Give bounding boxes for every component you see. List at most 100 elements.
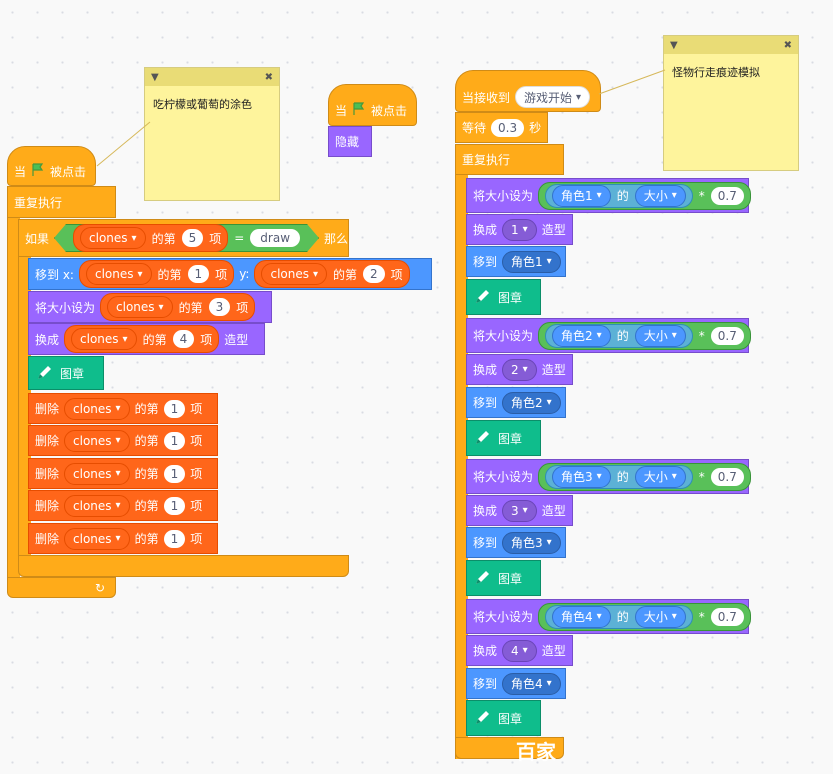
- multiply-operator[interactable]: 角色4▾ 的 大小▾ * 0.7: [538, 602, 751, 631]
- switch-costume-block[interactable]: 换成 2▾ 造型: [466, 354, 573, 385]
- switch-costume-block[interactable]: 换成 1▾ 造型: [466, 214, 573, 245]
- costume-dropdown[interactable]: 3▾: [502, 499, 537, 522]
- list-dropdown[interactable]: clones▾: [107, 296, 173, 318]
- factor-input[interactable]: 0.7: [710, 607, 744, 626]
- set-size-block[interactable]: 将大小设为 角色3▾ 的 大小▾ * 0.7: [466, 459, 751, 494]
- sensing-of-reporter[interactable]: 角色1▾ 的 大小▾: [545, 183, 693, 208]
- attribute-dropdown[interactable]: 大小▾: [634, 324, 686, 347]
- sensing-of-reporter[interactable]: 角色4▾ 的 大小▾: [545, 604, 693, 629]
- sprite-dropdown[interactable]: 角色2▾: [552, 324, 611, 347]
- target-dropdown[interactable]: 角色2▾: [502, 391, 561, 414]
- list-dropdown[interactable]: clones▾: [64, 397, 130, 420]
- switch-costume-block[interactable]: 换成 clones▾ 的第 4 项 造型: [28, 323, 265, 355]
- message-dropdown[interactable]: 游戏开始▾: [515, 86, 591, 108]
- chevron-down-icon: ▾: [671, 471, 677, 482]
- stamp-block[interactable]: 图章: [466, 700, 541, 736]
- attribute-dropdown[interactable]: 大小▾: [634, 465, 686, 488]
- forever-block[interactable]: 重复执行: [455, 144, 564, 175]
- chevron-down-icon: ▾: [122, 333, 128, 345]
- index-input[interactable]: 4: [172, 330, 195, 348]
- switch-costume-block[interactable]: 换成 4▾ 造型: [466, 635, 573, 666]
- comment-note[interactable]: ▼✖ 吃柠檬或葡萄的涂色: [144, 67, 280, 201]
- index-input[interactable]: 1: [163, 431, 186, 450]
- delete-item-block[interactable]: 删除 clones▾ 的第 1 项: [28, 490, 218, 521]
- set-size-block[interactable]: 将大小设为 clones▾ 的第 3 项: [28, 291, 272, 323]
- goto-sprite-block[interactable]: 移到 角色1▾: [466, 246, 566, 277]
- goto-sprite-block[interactable]: 移到 角色4▾: [466, 668, 566, 699]
- list-dropdown[interactable]: clones▾: [85, 263, 152, 285]
- close-icon[interactable]: ✖: [264, 71, 273, 83]
- list-dropdown[interactable]: clones▾: [80, 227, 146, 249]
- close-icon[interactable]: ✖: [783, 39, 792, 51]
- when-flag-clicked-hat[interactable]: 当 被点击: [7, 146, 96, 186]
- factor-input[interactable]: 0.7: [710, 186, 744, 205]
- multiply-operator[interactable]: 角色1▾ 的 大小▾ * 0.7: [538, 181, 751, 210]
- index-input[interactable]: 1: [163, 399, 186, 418]
- factor-input[interactable]: 0.7: [710, 467, 744, 486]
- index-input[interactable]: 3: [208, 298, 231, 316]
- sprite-dropdown[interactable]: 角色3▾: [552, 465, 611, 488]
- factor-input[interactable]: 0.7: [710, 326, 744, 345]
- sprite-dropdown[interactable]: 角色4▾: [552, 605, 611, 628]
- list-dropdown[interactable]: clones▾: [64, 462, 130, 485]
- set-size-block[interactable]: 将大小设为 角色4▾ 的 大小▾ * 0.7: [466, 599, 751, 634]
- attribute-dropdown[interactable]: 大小▾: [634, 184, 686, 207]
- compare-value-input[interactable]: draw: [250, 229, 300, 247]
- hide-block[interactable]: 隐藏: [328, 126, 372, 157]
- index-input[interactable]: 2: [363, 265, 385, 283]
- list-item-reporter[interactable]: clones▾ 的第 3 项: [100, 293, 256, 321]
- target-dropdown[interactable]: 角色1▾: [502, 250, 561, 273]
- target-dropdown[interactable]: 角色3▾: [502, 531, 561, 554]
- list-dropdown[interactable]: clones▾: [64, 429, 130, 452]
- stamp-block[interactable]: 图章: [466, 420, 541, 456]
- multiply-operator[interactable]: 角色2▾ 的 大小▾ * 0.7: [538, 321, 751, 350]
- list-dropdown[interactable]: clones▾: [64, 527, 130, 550]
- attribute-dropdown[interactable]: 大小▾: [634, 605, 686, 628]
- index-input[interactable]: 5: [182, 229, 204, 247]
- sensing-of-reporter[interactable]: 角色2▾ 的 大小▾: [545, 323, 693, 348]
- list-item-reporter[interactable]: clones▾ 的第 5 项: [73, 224, 228, 252]
- sprite-dropdown[interactable]: 角色1▾: [552, 184, 611, 207]
- if-block[interactable]: 如果 clones▾ 的第 5 项 = draw 那么: [18, 219, 349, 257]
- chevron-down-icon: ▾: [671, 611, 677, 622]
- set-size-block[interactable]: 将大小设为 角色2▾ 的 大小▾ * 0.7: [466, 318, 751, 353]
- goto-sprite-block[interactable]: 移到 角色2▾: [466, 387, 566, 418]
- chevron-down-icon: ▾: [522, 224, 528, 235]
- sensing-of-reporter[interactable]: 角色3▾ 的 大小▾: [545, 464, 693, 489]
- stamp-block[interactable]: 图章: [28, 356, 104, 390]
- when-flag-clicked-hat[interactable]: 当 被点击: [328, 84, 417, 126]
- delete-item-block[interactable]: 删除 clones▾ 的第 1 项: [28, 393, 218, 424]
- goto-sprite-block[interactable]: 移到 角色3▾: [466, 527, 566, 558]
- index-input[interactable]: 1: [163, 464, 186, 483]
- delete-item-block[interactable]: 删除 clones▾ 的第 1 项: [28, 458, 218, 489]
- index-input[interactable]: 1: [187, 265, 210, 283]
- set-size-block[interactable]: 将大小设为 角色1▾ 的 大小▾ * 0.7: [466, 178, 751, 213]
- index-input[interactable]: 1: [163, 496, 186, 515]
- multiply-operator[interactable]: 角色3▾ 的 大小▾ * 0.7: [538, 462, 751, 491]
- equals-operator[interactable]: clones▾ 的第 5 项 = draw: [54, 224, 319, 252]
- target-dropdown[interactable]: 角色4▾: [502, 672, 561, 695]
- list-dropdown[interactable]: clones▾: [64, 494, 130, 517]
- list-item-reporter[interactable]: clones▾ 的第 1 项: [78, 260, 235, 288]
- wait-seconds-input[interactable]: 0.3: [491, 118, 525, 137]
- costume-dropdown[interactable]: 2▾: [502, 358, 537, 381]
- list-item-reporter[interactable]: clones▾ 的第 2 项: [254, 260, 410, 288]
- list-dropdown[interactable]: clones▾: [261, 263, 328, 285]
- index-input[interactable]: 1: [163, 529, 186, 548]
- switch-costume-block[interactable]: 换成 3▾ 造型: [466, 495, 573, 526]
- wait-block[interactable]: 等待 0.3 秒: [455, 112, 548, 143]
- list-dropdown[interactable]: clones▾: [71, 328, 137, 350]
- list-item-reporter[interactable]: clones▾ 的第 4 项: [64, 325, 220, 353]
- stamp-block[interactable]: 图章: [466, 279, 541, 315]
- delete-item-block[interactable]: 删除 clones▾ 的第 1 项: [28, 523, 218, 554]
- collapse-icon[interactable]: ▼: [670, 39, 678, 51]
- stamp-block[interactable]: 图章: [466, 560, 541, 596]
- collapse-icon[interactable]: ▼: [151, 71, 159, 83]
- when-receive-hat[interactable]: 当接收到 游戏开始▾: [455, 70, 601, 112]
- costume-dropdown[interactable]: 1▾: [502, 218, 537, 241]
- forever-block[interactable]: 重复执行: [7, 186, 116, 218]
- comment-note[interactable]: ▼✖ 怪物行走痕迹模拟: [663, 35, 799, 171]
- costume-dropdown[interactable]: 4▾: [502, 639, 537, 662]
- goto-xy-block[interactable]: 移到 x: clones▾ 的第 1 项 y: clones▾ 的第 2 项: [28, 258, 432, 290]
- delete-item-block[interactable]: 删除 clones▾ 的第 1 项: [28, 425, 218, 456]
